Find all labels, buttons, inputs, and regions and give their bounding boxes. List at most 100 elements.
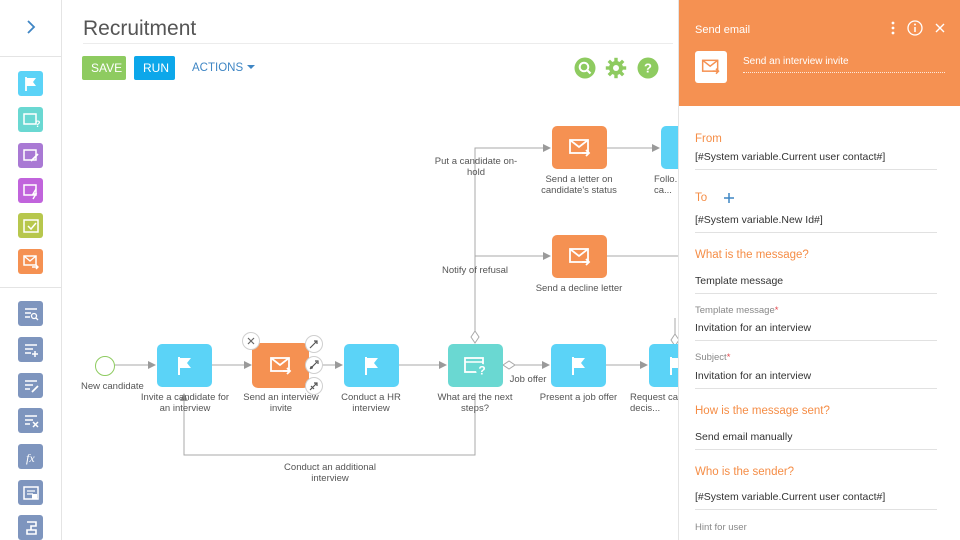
toolbar-divider bbox=[0, 56, 62, 57]
help-icon[interactable]: ? bbox=[637, 57, 659, 79]
svg-text:?: ? bbox=[478, 363, 485, 377]
expand-panel-button[interactable] bbox=[18, 14, 44, 40]
toolbar-item-flag[interactable] bbox=[18, 71, 43, 96]
to-field[interactable]: [#System variable.New Id#] bbox=[695, 214, 937, 233]
svg-text:?: ? bbox=[644, 61, 652, 76]
search-list-icon bbox=[24, 307, 38, 320]
add-recipient-icon[interactable] bbox=[723, 192, 735, 204]
chevron-right-icon bbox=[27, 20, 36, 34]
message-type-select[interactable]: Template message bbox=[695, 275, 937, 294]
close-icon bbox=[247, 337, 255, 345]
gateway-label: What are the next steps? bbox=[437, 392, 513, 414]
flow-additional-interview[interactable] bbox=[180, 393, 476, 456]
envelope-arrow-icon bbox=[568, 138, 590, 157]
element-name-underline bbox=[743, 72, 945, 73]
flow-on-hold[interactable] bbox=[474, 144, 551, 340]
send-method-select[interactable]: Send email manually bbox=[695, 431, 937, 450]
user-task-conduct-hr[interactable] bbox=[344, 344, 399, 387]
info-icon bbox=[907, 20, 923, 36]
connect-conditional-flow-button[interactable] bbox=[305, 356, 323, 374]
flag-icon bbox=[669, 356, 678, 375]
start-event[interactable] bbox=[95, 356, 115, 376]
toolbar-item-question-window[interactable]: ? bbox=[18, 107, 43, 132]
template-label: Template message* bbox=[695, 305, 779, 316]
toolbar-divider bbox=[0, 287, 62, 288]
send-email-decline[interactable] bbox=[552, 235, 607, 278]
gear-icon[interactable] bbox=[605, 57, 627, 79]
toolbar-item-edit-list[interactable] bbox=[18, 373, 43, 398]
subject-field[interactable]: Invitation for an interview bbox=[695, 370, 937, 389]
user-task-follow[interactable] bbox=[661, 126, 678, 169]
from-field[interactable]: [#System variable.Current user contact#] bbox=[695, 151, 937, 170]
send-email-invite[interactable] bbox=[253, 344, 308, 387]
process-canvas[interactable]: New candidate Invite a candidate for an … bbox=[63, 90, 678, 540]
search-icon[interactable] bbox=[574, 57, 596, 79]
send-email-status[interactable] bbox=[552, 126, 607, 169]
close-icon bbox=[935, 23, 945, 33]
info-button[interactable] bbox=[907, 20, 923, 36]
actions-menu-button[interactable]: ACTIONS bbox=[192, 62, 256, 74]
check-window-icon bbox=[22, 218, 39, 233]
flag-icon bbox=[24, 76, 36, 91]
toolbar-item-add-list[interactable] bbox=[18, 337, 43, 362]
connect-default-flow-button[interactable] bbox=[305, 377, 323, 395]
gateway-next-steps[interactable]: ? bbox=[448, 344, 503, 387]
task-label: Send an interview invite bbox=[243, 392, 319, 414]
flow-label-on-hold: Put a candidate on-hold bbox=[434, 156, 518, 178]
to-label: To bbox=[695, 192, 708, 204]
message-section-label: What is the message? bbox=[695, 249, 809, 261]
toolbar-item-envelope-arrow[interactable] bbox=[18, 249, 43, 274]
more-options-button[interactable] bbox=[885, 20, 901, 36]
connect-flow-button[interactable] bbox=[305, 335, 323, 353]
edit-list-icon bbox=[24, 379, 39, 393]
formula-icon: fx bbox=[26, 451, 35, 465]
flow-label-job-offer: Job offer bbox=[509, 374, 547, 385]
task-label: Follo... ca... bbox=[654, 174, 678, 196]
element-name-field[interactable]: Send an interview invite bbox=[743, 56, 849, 67]
svg-text:?: ? bbox=[35, 119, 41, 129]
user-task-request[interactable] bbox=[649, 344, 678, 387]
question-window-icon: ? bbox=[463, 356, 488, 377]
svg-text:fx: fx bbox=[26, 451, 35, 465]
add-list-icon bbox=[24, 343, 38, 357]
slash-arrow-icon bbox=[309, 382, 318, 391]
template-field[interactable]: Invitation for an interview bbox=[695, 322, 937, 341]
hint-label: Hint for user bbox=[695, 522, 747, 533]
start-event-label: New candidate bbox=[81, 381, 144, 392]
envelope-arrow-icon bbox=[568, 247, 590, 266]
task-label: Send a letter on candidate's status bbox=[541, 174, 617, 196]
toolbar-item-script[interactable] bbox=[18, 515, 43, 540]
toolbar-item-formula[interactable]: fx bbox=[18, 444, 43, 469]
send-method-label: How is the message sent? bbox=[695, 405, 830, 417]
from-label: From bbox=[695, 133, 722, 145]
title-underline bbox=[83, 43, 673, 44]
close-panel-button[interactable] bbox=[932, 20, 948, 36]
toolbar-item-delete-list[interactable] bbox=[18, 408, 43, 433]
toolbar-item-lightning-window[interactable] bbox=[18, 178, 43, 203]
save-button[interactable]: SAVE bbox=[82, 56, 126, 80]
script-icon bbox=[25, 520, 37, 535]
toolbar-item-edit-window[interactable] bbox=[18, 143, 43, 168]
user-task-present-offer[interactable] bbox=[551, 344, 606, 387]
toolbar-item-check-window[interactable] bbox=[18, 213, 43, 238]
diamond-arrow-icon bbox=[309, 360, 319, 370]
panel-title: Send email bbox=[695, 24, 751, 36]
actions-label: ACTIONS bbox=[192, 62, 244, 74]
task-label: Request ca... decis... bbox=[630, 392, 678, 414]
flow-label-refusal: Notify of refusal bbox=[442, 265, 508, 276]
delete-element-button[interactable] bbox=[242, 332, 260, 350]
panel-header: Send email Send an interview invite bbox=[679, 0, 960, 106]
question-window-icon: ? bbox=[22, 112, 41, 129]
sender-field[interactable]: [#System variable.Current user contact#] bbox=[695, 491, 937, 510]
run-button[interactable]: RUN bbox=[134, 56, 175, 80]
user-task-invite[interactable] bbox=[157, 344, 212, 387]
kebab-menu-icon bbox=[891, 21, 895, 35]
page-title: Recruitment bbox=[83, 17, 197, 40]
arrow-diagonal-icon bbox=[309, 340, 318, 349]
edit-window-icon bbox=[22, 148, 39, 162]
toolbar-item-search-list[interactable] bbox=[18, 301, 43, 326]
task-label: Send a decline letter bbox=[535, 283, 623, 294]
element-toolbar: ? fx bbox=[0, 0, 62, 540]
toolbar-item-list-window[interactable] bbox=[18, 480, 43, 505]
caret-down-icon bbox=[247, 65, 256, 69]
